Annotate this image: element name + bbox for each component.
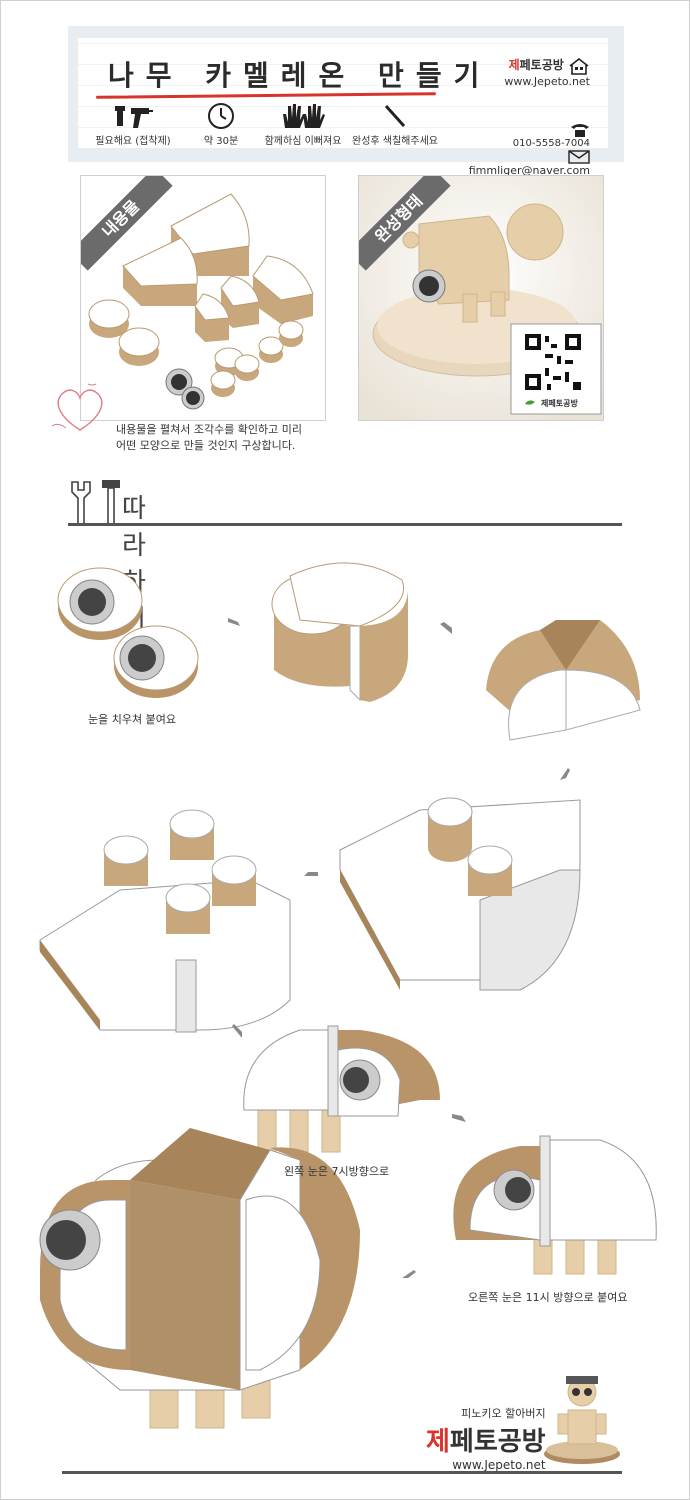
tool-paint-label: 완성후 색칠해주세요	[352, 136, 438, 147]
arrow-step6-7	[452, 1114, 466, 1122]
footer-brand-rest: 페토공방	[449, 1427, 546, 1457]
email-address[interactable]: fimmliger@naver.com	[468, 164, 590, 177]
wood-pieces-illustration	[88, 193, 314, 410]
brand-name-red: 제	[508, 58, 520, 72]
mail-icon	[568, 150, 590, 164]
instruction-note: 내용물을 펼쳐서 조각수를 확인하고 미리 어떤 모양으로 만들 것인지 구상합…	[116, 422, 302, 454]
step5-body	[39, 809, 291, 1033]
tool-paint: 완성후 색칠해주세요	[340, 102, 450, 147]
pinocchio-mascot-icon	[544, 1376, 620, 1464]
tool-together-label: 함께하심 이뻐져요	[264, 136, 342, 147]
clock-icon	[208, 103, 234, 129]
header-email: fimmliger@naver.com	[469, 150, 590, 177]
step1-caption: 눈을 치우쳐 붙여요	[88, 713, 176, 726]
phone-number: 010-5558-7004	[512, 138, 590, 149]
footer-brand: 피노키오 할아버지 제페토공방 www.Jepeto.net	[426, 1405, 546, 1472]
step8-caption: 오른쪽 눈은 11시 방향으로 붙여요	[468, 1291, 628, 1304]
complete-panel: 완성형태 제페토공방	[358, 175, 604, 421]
brand-name: 제페토공방	[504, 56, 590, 75]
finished-chameleon-photo	[359, 176, 603, 420]
arrow-step2-3	[440, 622, 452, 634]
header-phone: 010-5558-7004	[513, 122, 590, 149]
tool-time: 약 30분	[166, 102, 276, 147]
step7-caption: 왼쪽 눈은 7시방향으로	[284, 1165, 390, 1178]
header-notepad: 나무 카멜레온 만들기 필요해요 (접착제) 약 30분	[78, 38, 608, 177]
arrow-step5-6	[232, 1024, 242, 1038]
step3-arch	[486, 620, 641, 741]
step7-chameleon-right	[453, 1135, 657, 1275]
tool-glue-label: 필요해요 (접착제)	[95, 136, 171, 147]
footer-brand-name: 제페토공방	[426, 1421, 546, 1458]
step4-body	[339, 797, 581, 991]
pencil-icon	[384, 104, 406, 128]
step6-chameleon-left	[243, 1025, 440, 1153]
note-line-2: 어떤 모양으로 만들 것인지 구상합니다.	[116, 439, 296, 452]
qr-code-icon	[525, 334, 581, 390]
step8-final-chameleon	[39, 1128, 360, 1429]
section-rule	[68, 523, 622, 526]
brand-website[interactable]: www.Jepeto.net	[504, 74, 590, 88]
tool-together: 함께하심 이뻐져요	[248, 102, 358, 147]
glue-gun-icon	[115, 106, 153, 128]
step1-eye-discs	[57, 567, 199, 698]
arrow-step4-5	[304, 872, 318, 876]
footer-tagline: 피노키오 할아버지	[461, 1407, 546, 1420]
header-brand: 제페토공방 www.Jepeto.net	[504, 56, 590, 88]
qr-caption: 제페토공방	[541, 399, 578, 408]
tool-time-label: 약 30분	[203, 136, 239, 147]
brand-name-rest: 페토공방	[519, 58, 564, 72]
tool-glue: 필요해요 (접착제)	[78, 102, 188, 147]
contents-panel: 내용물	[80, 175, 326, 421]
page-title: 나무 카멜레온 만들기	[108, 59, 492, 92]
step2-pieces	[271, 562, 409, 702]
tools-icon	[71, 480, 120, 525]
heart-icon	[51, 383, 103, 431]
bottom-rule	[62, 1471, 622, 1474]
arrow-step3-4	[560, 768, 570, 780]
arrow-step1-2	[228, 618, 240, 626]
arrow-step7-8	[402, 1270, 416, 1278]
footer-brand-red: 제	[426, 1427, 450, 1457]
house-icon	[569, 57, 589, 75]
note-line-1: 내용물을 펼쳐서 조각수를 확인하고 미리	[116, 423, 303, 436]
footer-website[interactable]: www.Jepeto.net	[452, 1458, 546, 1472]
phone-icon	[571, 124, 589, 137]
hands-icon	[283, 104, 325, 128]
header-card: 나무 카멜레온 만들기 필요해요 (접착제) 약 30분	[68, 26, 624, 177]
steps-illustration	[39, 562, 657, 1429]
